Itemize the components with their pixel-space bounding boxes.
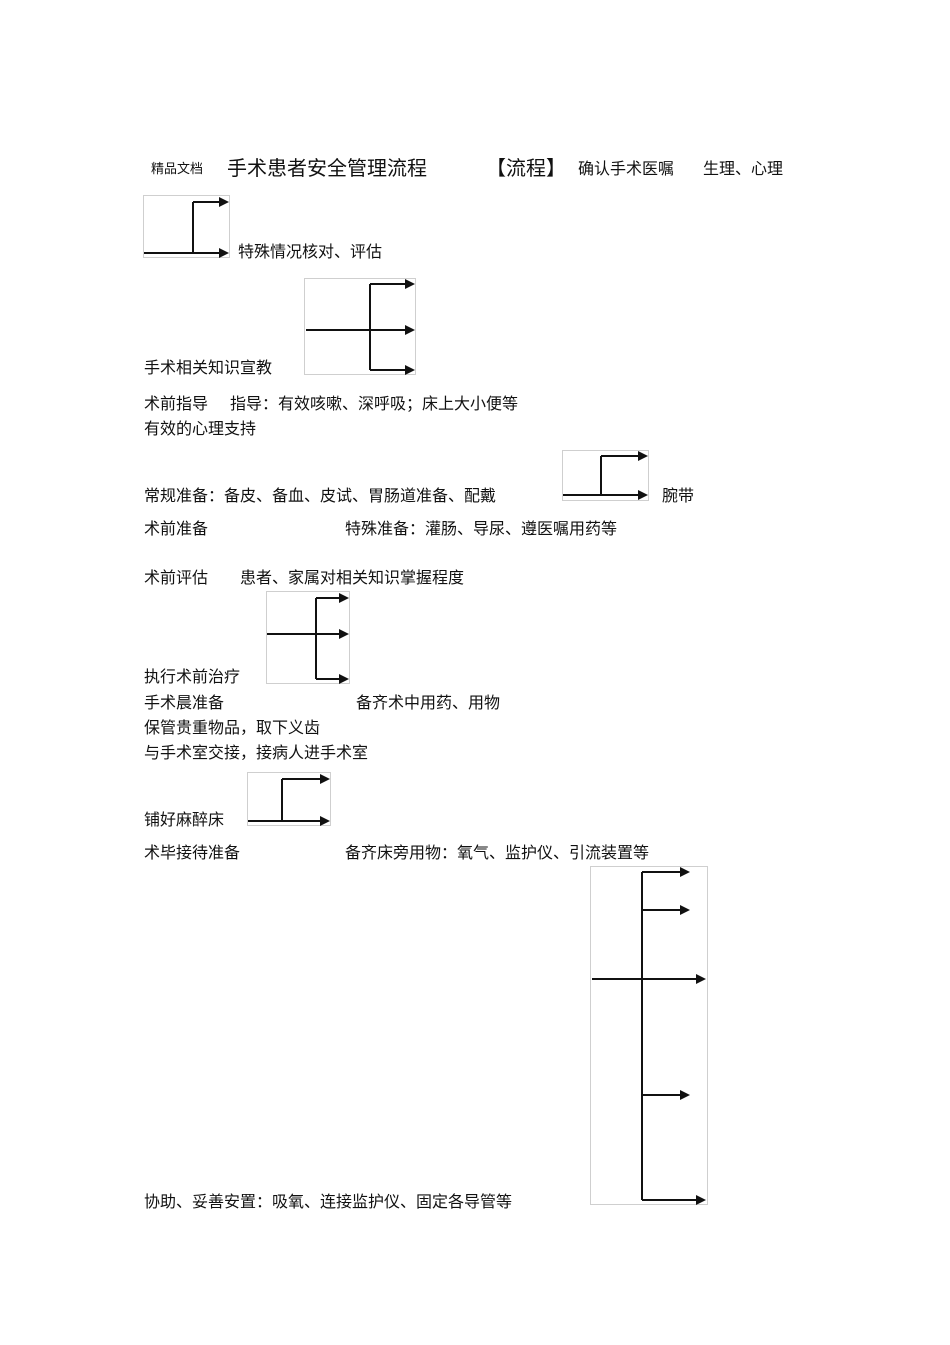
anesthesia-bed-text: 铺好麻醉床	[144, 810, 225, 829]
watermark-text: 精品文档	[151, 162, 204, 177]
psych-support-text: 有效的心理支持	[144, 419, 257, 438]
assess-detail-text: 患者、家属对相关知识掌握程度	[240, 568, 465, 587]
flow-connector-2	[304, 278, 416, 375]
wristband-text: 腕带	[662, 486, 695, 505]
assist-placement-text: 协助、妥善安置：吸氧、连接监护仪、固定各导管等	[144, 1192, 513, 1211]
confirm-order-text: 确认手术医嘱	[578, 159, 675, 178]
preop-guidance-text: 术前指导	[144, 394, 209, 413]
flow-connector-3	[562, 450, 649, 501]
flow-connector-1	[143, 195, 230, 258]
postop-reception-text: 术毕接待准备	[144, 843, 241, 862]
bedside-items-text: 备齐床旁用物：氧气、监护仪、引流装置等	[345, 843, 650, 862]
education-text: 手术相关知识宣教	[144, 358, 273, 377]
drugs-items-text: 备齐术中用药、用物	[356, 693, 501, 712]
preop-treatment-text: 执行术前治疗	[144, 667, 241, 686]
section-tag: 【流程】	[486, 156, 566, 180]
flow-connector-4	[266, 591, 350, 684]
document-title: 手术患者安全管理流程	[227, 156, 427, 180]
morning-prep-text: 手术晨准备	[144, 693, 225, 712]
special-prep-text: 特殊准备：灌肠、导尿、遵医嘱用药等	[345, 519, 618, 538]
preop-prep-text: 术前准备	[144, 519, 209, 538]
guidance-detail-text: 指导：有效咳嗽、深呼吸；床上大小便等	[230, 394, 519, 413]
special-check-text: 特殊情况核对、评估	[238, 242, 383, 261]
handover-text: 与手术室交接，接病人进手术室	[144, 743, 369, 762]
flow-connector-6	[590, 866, 708, 1205]
valuables-text: 保管贵重物品，取下义齿	[144, 718, 321, 737]
physio-psych-text: 生理、心理	[703, 159, 784, 178]
routine-prep-text: 常规准备：备皮、备血、皮试、胃肠道准备、配戴	[144, 486, 497, 505]
flow-connector-5	[247, 772, 331, 826]
preop-assess-text: 术前评估	[144, 568, 209, 587]
